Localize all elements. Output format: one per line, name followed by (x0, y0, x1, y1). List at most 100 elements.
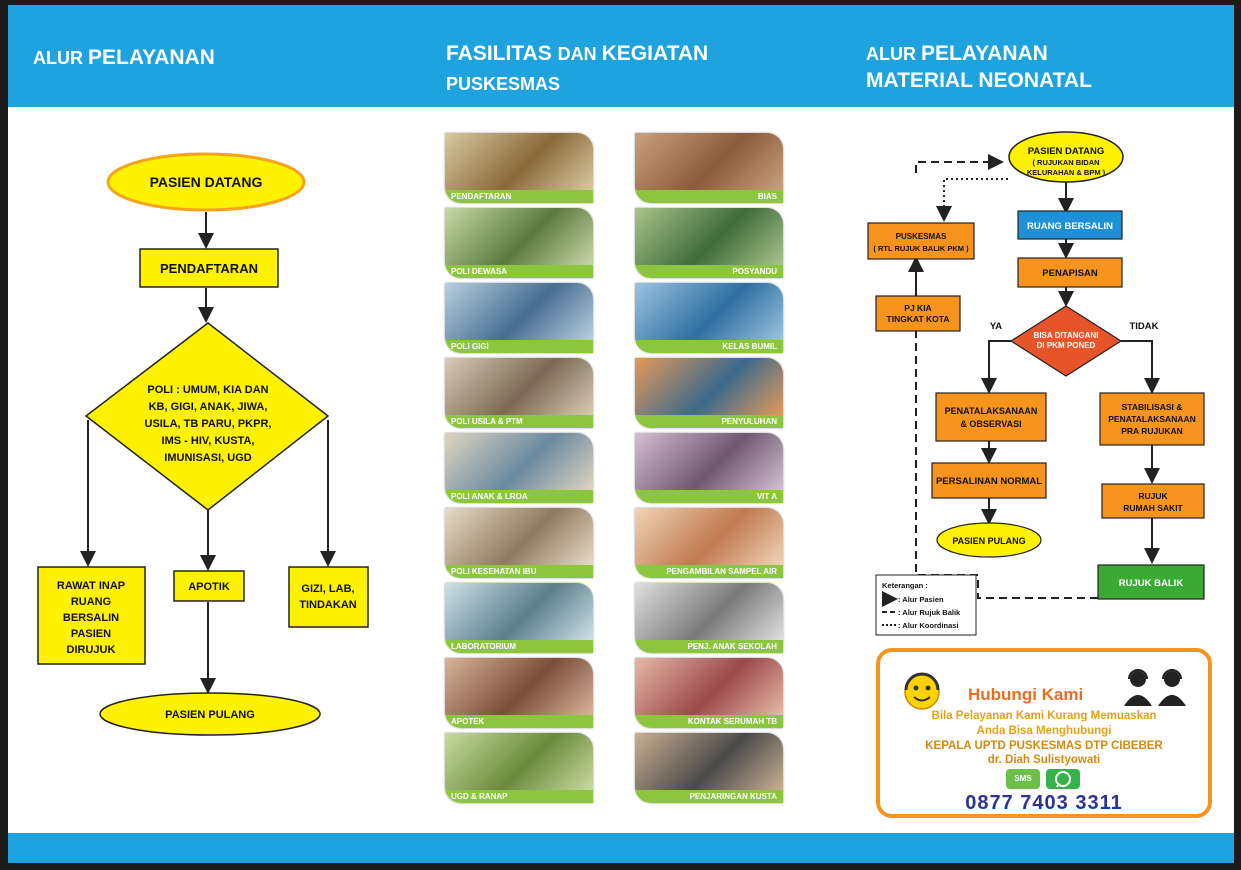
photo-image (635, 658, 783, 715)
photo-caption: POLI USILA & PTM (445, 415, 593, 428)
activity-photo: PENGAMBILAN SAMPEL AIR (635, 508, 783, 578)
facility-photo: POLI ANAK & LROA (445, 433, 593, 503)
facility-photo: APOTEK (445, 658, 593, 728)
photo-image (635, 208, 783, 265)
photo-image (635, 508, 783, 565)
poli-line-3: USILA, TB PARU, PKPR, (145, 418, 272, 430)
middle-panel-subtitle: PUSKESMAS (446, 74, 561, 94)
neo-stabilisasi-line-3: PRA RUJUKAN (1121, 426, 1183, 436)
photo-image (635, 358, 783, 415)
neo-start-line-1: PASIEN DATANG (1028, 146, 1105, 157)
neo-rujuk-rs-node (1101, 483, 1205, 519)
poli-node (84, 322, 330, 511)
neonatal-flowchart: PASIEN DATANG ( RUJUKAN BIDAN KELURAHAN … (867, 131, 1205, 636)
inpatient-node (37, 566, 146, 665)
call-center-agents-icon (1124, 669, 1186, 706)
activity-photo: BIAS (635, 133, 783, 203)
service-flowchart: PASIEN DATANG PENDAFTARAN POLI : UMUM, K… (37, 152, 369, 736)
facility-photo: UGD & RANAP (445, 733, 593, 803)
photo-caption: BIAS (635, 190, 783, 203)
photo-image (445, 133, 593, 190)
photo-image (635, 133, 783, 190)
poli-line-2: KB, GIGI, ANAK, JIWA, (149, 401, 268, 413)
photo-caption: POLI KESEHATAN IBU (445, 565, 593, 578)
activity-photo: PENJ. ANAK SEKOLAH (635, 583, 783, 653)
photo-caption: POSYANDU (635, 265, 783, 278)
photo-image (445, 208, 593, 265)
footer-band (8, 833, 1234, 863)
neo-rujuk-balik-node (1097, 564, 1205, 600)
nutrition-line-2: TINDAKAN (299, 599, 356, 611)
middle-panel-title: FASILITAS DAN KEGIATAN (446, 42, 709, 65)
end-node-label: PASIEN PULANG (165, 709, 255, 721)
neo-decision-line-2: DI PKM PONED (1037, 341, 1096, 350)
neo-legend-item-3: : Alur Koordinasi (898, 621, 959, 630)
neo-persalinan-node (931, 462, 1047, 499)
facility-photo: POLI USILA & PTM (445, 358, 593, 428)
photo-image (445, 733, 593, 790)
facility-photo: POLI KESEHATAN IBU (445, 508, 593, 578)
start-node (106, 152, 306, 212)
end-node (99, 692, 321, 736)
neo-no-label: TIDAK (1129, 321, 1158, 332)
neo-legend-title: Keterangan : (882, 581, 928, 590)
photo-image (635, 433, 783, 490)
neo-pj-kia-line-2: TINGKAT KOTA (887, 314, 950, 324)
activity-photo: KONTAK SERUMAH TB (635, 658, 783, 728)
register-node (139, 248, 279, 288)
neo-persalinan-label: PERSALINAN NORMAL (936, 476, 1042, 487)
photo-caption: KONTAK SERUMAH TB (635, 715, 783, 728)
photo-image (445, 433, 593, 490)
neo-pj-kia-node (875, 295, 961, 332)
neo-rujuk-rs-line-2: RUMAH SAKIT (1123, 503, 1183, 513)
neo-stabilisasi-line-2: PENATALAKSANAAN (1108, 414, 1196, 424)
activity-photo: KELAS BUMIL (635, 283, 783, 353)
photo-caption: KELAS BUMIL (635, 340, 783, 353)
photo-image (445, 658, 593, 715)
contact-box: Hubungi Kami Bila Pelayanan Kami Kurang … (876, 648, 1212, 818)
neo-puskesmas-line-1: PUSKESMAS (896, 232, 947, 241)
contact-line-4: dr. Diah Sulistyowati (987, 754, 1101, 766)
contact-phone: 0877 7403 3311 (965, 792, 1123, 814)
photo-caption: APOTEK (445, 715, 593, 728)
start-node-label: PASIEN DATANG (150, 174, 263, 190)
inpatient-line-4: PASIEN (71, 628, 111, 640)
neo-rujuk-balik-label: RUJUK BALIK (1119, 578, 1184, 589)
pharmacy-node-label: APOTIK (188, 581, 230, 593)
facility-photo: LABORATORIUM (445, 583, 593, 653)
contact-title: Hubungi Kami (968, 685, 1084, 704)
neo-pj-kia-line-1: PJ KIA (904, 303, 931, 313)
neo-puskesmas-line-2: ( RTL RUJUK BALIK PKM ) (873, 244, 969, 253)
contact-line-3: KEPALA UPTD PUSKESMAS DTP CIBEBER (925, 740, 1163, 752)
neo-legend-item-1: : Alur Pasien (898, 595, 944, 604)
contact-line-1: Bila Pelayanan Kami Kurang Memuaskan (931, 710, 1157, 722)
neo-start-line-2: ( RUJUKAN BIDAN (1032, 158, 1099, 167)
neo-observasi-node (935, 392, 1047, 442)
photo-caption: POLI ANAK & LROA (445, 490, 593, 503)
facility-photo: POLI DEWASA (445, 208, 593, 278)
photo-image (635, 283, 783, 340)
header-band (8, 5, 1234, 107)
neo-start-line-3: KELURAHAN & BPM ) (1027, 168, 1106, 177)
photo-caption: UGD & RANAP (445, 790, 593, 803)
photo-caption: VIT A (635, 490, 783, 503)
inpatient-line-1: RAWAT INAP (57, 580, 125, 592)
facility-photo: POLI GIGI (445, 283, 593, 353)
neo-penapisan-label: PENAPISAN (1042, 268, 1098, 279)
neo-decision-line-1: BISA DITANGANI (1034, 331, 1099, 340)
activity-photo: PENJARINGAN KUSTA (635, 733, 783, 803)
nutrition-lab-node (288, 566, 369, 628)
right-panel-title: ALUR PELAYANAN (866, 42, 1048, 65)
neo-pulang-label: PASIEN PULANG (952, 536, 1025, 546)
smiley-headset-icon (904, 672, 940, 710)
neo-stabilisasi-node (1099, 392, 1205, 446)
pharmacy-node (173, 570, 245, 602)
neo-yes-label: YA (990, 321, 1002, 332)
neo-rujuk-rs-line-1: RUJUK (1138, 491, 1168, 501)
neo-observasi-line-1: PENATALAKSANAAN (945, 406, 1038, 416)
nutrition-line-1: GIZI, LAB, (301, 583, 354, 595)
neo-start-node (1008, 131, 1124, 183)
contact-line-2: Anda Bisa Menghubungi (976, 725, 1112, 737)
whatsapp-icon (1046, 769, 1080, 789)
photo-image (635, 583, 783, 640)
